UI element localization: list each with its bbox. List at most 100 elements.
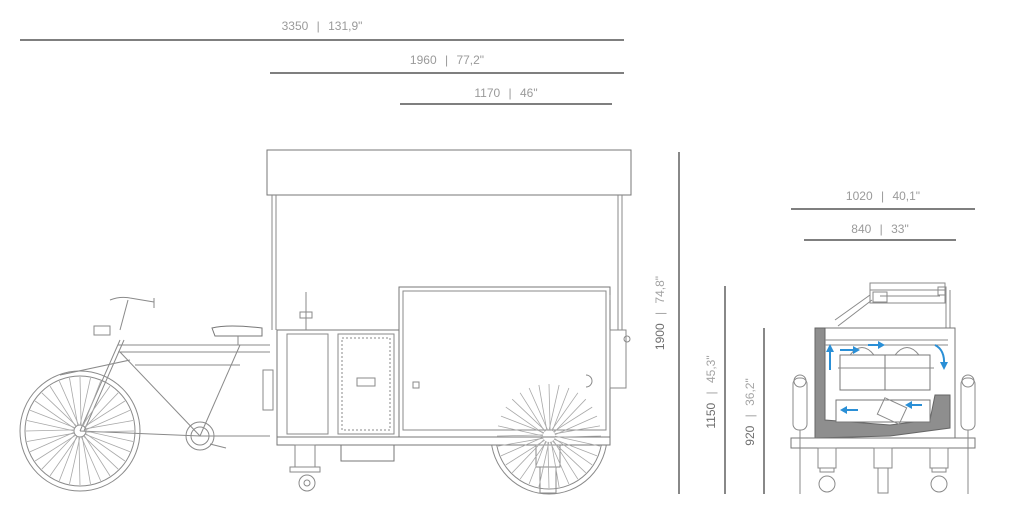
rear-wheel-spoke	[34, 400, 75, 429]
rear-wheel-spoke	[41, 434, 76, 470]
dimension-total-length: 3350 | 131,9"	[20, 19, 624, 41]
svg-text:1960 | 77,2": 1960 | 77,2"	[410, 53, 484, 67]
rear-wheel-spoke	[82, 385, 111, 426]
front-wheel-spoke	[553, 398, 587, 433]
front-wheel-spoke	[554, 438, 593, 466]
front-wheel-spoke	[505, 439, 545, 466]
dim-value-mm: 920	[743, 425, 757, 445]
rear-wheel-spoke	[58, 435, 78, 482]
svg-text:840 | 33": 840 | 33"	[851, 222, 908, 236]
front-wheel-spoke	[548, 383, 551, 431]
dim-value-in: 74,8"	[653, 276, 667, 304]
rear-wheel-spoke	[49, 385, 77, 427]
dim-sep: |	[653, 312, 667, 315]
front-wheel-spoke	[553, 438, 598, 457]
dim-sep: |	[881, 189, 884, 203]
dim-value-mm: 1170	[474, 86, 500, 100]
front-wheel-spoke	[551, 392, 579, 431]
front-wheel-spoke	[549, 441, 570, 485]
svg-text:1170 | 46": 1170 | 46"	[474, 86, 537, 100]
front-wheel-spoke	[551, 387, 570, 432]
front-wheel-spoke	[554, 435, 601, 447]
dimension-total-height: 1900 | 74,8"	[653, 152, 680, 494]
dim-value-in: 33"	[891, 222, 909, 236]
cooling-unit	[276, 292, 400, 462]
rear-wheel-spoke	[26, 420, 75, 432]
front-wheel-spoke	[547, 441, 550, 489]
front-wheel-spoke	[548, 384, 560, 431]
front-wheel-spoke	[550, 441, 560, 488]
dim-value-in: 131,9"	[328, 19, 362, 33]
rear-wheel-spoke	[82, 380, 102, 427]
dimension-counter-height: 1150 | 45,3"	[704, 286, 726, 494]
front-wheel-spoke	[500, 436, 544, 457]
rear-wheel-spoke	[41, 392, 77, 427]
front-wheel-spoke	[528, 440, 547, 485]
front-wheel-spoke	[538, 384, 548, 431]
dim-value-in: 45,3"	[704, 355, 718, 383]
front-wheel-spoke	[552, 440, 579, 480]
svg-text:3350 | 131,9": 3350 | 131,9"	[282, 19, 363, 33]
dim-value-in: 77,2"	[456, 53, 484, 67]
side-view-cargo-bike	[19, 149, 632, 495]
front-wheel-spoke	[500, 415, 545, 434]
svg-text:920 | 36,2": 920 | 36,2"	[743, 378, 757, 445]
rear-wheel-spoke	[85, 420, 134, 430]
rear-wheel-spoke	[80, 436, 102, 482]
dim-sep: |	[743, 414, 757, 417]
rear-wheel-spoke	[78, 436, 81, 486]
dim-value-mm: 1150	[704, 402, 718, 428]
rear-wheel-spoke	[81, 436, 91, 485]
rear-wheel-spoke	[84, 400, 126, 428]
svg-text:1900 | 74,8": 1900 | 74,8"	[653, 276, 667, 350]
dimension-cabinet-length: 1170 | 46"	[400, 86, 612, 105]
rear-wheel-spoke	[84, 392, 119, 428]
front-wheel-spoke	[538, 441, 550, 488]
front-wheel-spoke	[497, 425, 544, 437]
dim-value-in: 36,2"	[743, 378, 757, 406]
rear-wheel-spoke	[79, 376, 82, 426]
front-wheel-spoke	[496, 434, 544, 437]
dim-value-mm: 1020	[846, 189, 873, 203]
airflow-arrows	[826, 341, 948, 414]
rear-wheel-spoke	[26, 432, 75, 442]
front-wheel-spoke	[505, 406, 544, 434]
bike-frame	[59, 296, 274, 451]
rear-wheel-spoke	[79, 377, 91, 426]
front-wheel-spoke	[511, 398, 546, 432]
dim-value-in: 46"	[520, 86, 538, 100]
rear-wheel-spoke	[83, 435, 119, 470]
rear-wheel-spoke	[85, 433, 126, 462]
front-wheel-spoke	[554, 415, 598, 436]
dim-value-mm: 1960	[410, 53, 437, 67]
front-wheel-spoke	[552, 440, 587, 474]
rear-wheel-spoke	[84, 433, 131, 453]
rear-wheel-spoke	[25, 429, 75, 432]
front-wheel-spoke	[554, 425, 601, 435]
front-wheel-spoke	[519, 392, 546, 432]
canopy-roof	[266, 149, 632, 196]
rear-wheel-spoke	[69, 436, 81, 485]
dim-value-in: 40,1"	[892, 189, 920, 203]
front-section-view	[790, 282, 976, 494]
rear-wheel-spoke	[34, 434, 76, 462]
main-cabinet	[398, 286, 631, 438]
front-wheel-spoke	[519, 441, 547, 480]
front-wheel-spoke	[528, 387, 549, 431]
dim-sep: |	[880, 222, 883, 236]
dimension-box-height: 920 | 36,2"	[743, 328, 765, 494]
dimension-total-width: 1020 | 40,1"	[791, 189, 975, 210]
dim-sep: |	[317, 19, 320, 33]
front-wheel-spoke	[497, 437, 544, 447]
dim-value-mm: 840	[851, 222, 871, 236]
wheel-spokes	[25, 376, 602, 489]
dim-sep: |	[445, 53, 448, 67]
front-wheel-spoke	[553, 406, 593, 433]
chassis	[276, 436, 611, 494]
rear-wheel-spoke	[85, 409, 131, 431]
rear-wheel-spoke	[49, 436, 78, 477]
insulation-layer	[814, 327, 951, 439]
ventilation-grille	[341, 337, 391, 431]
rear-wheel-spoke	[29, 409, 76, 429]
